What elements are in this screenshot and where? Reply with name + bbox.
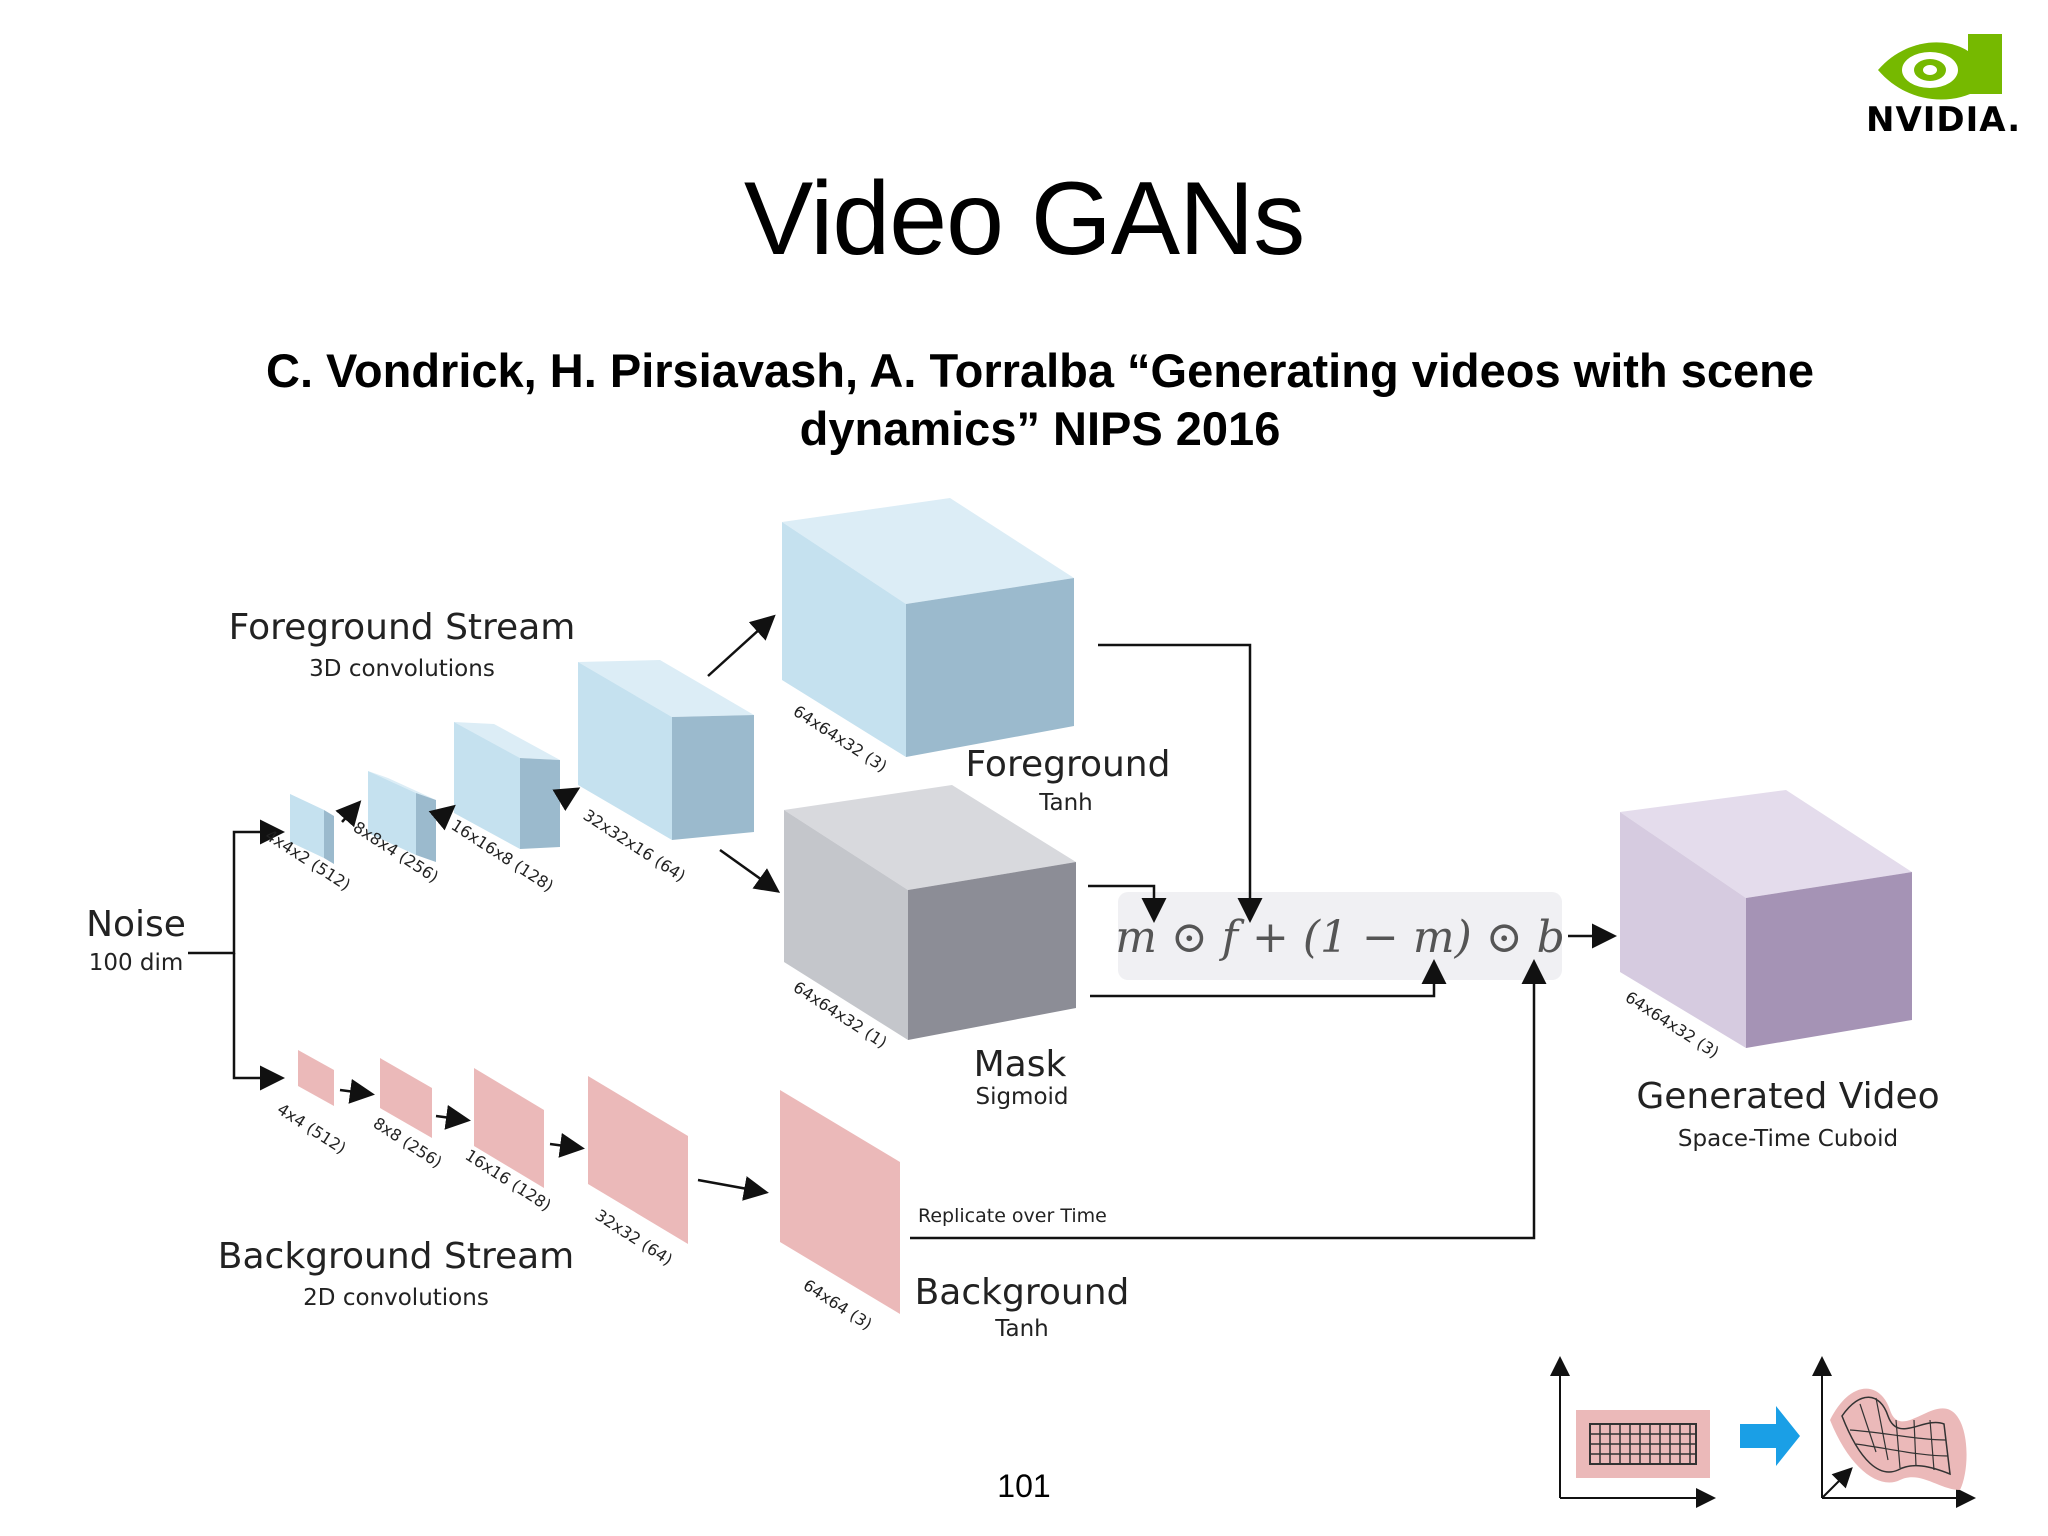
- bg-plane-5: [780, 1090, 900, 1314]
- fg-to-foreground-arrow: [707, 614, 776, 677]
- noise-to-fg-arrow: [188, 819, 285, 955]
- generated-video-sub-label: Space-Time Cuboid: [1678, 1126, 1898, 1152]
- bg-plane-3: [474, 1068, 544, 1188]
- fg-cube-4: [578, 660, 754, 840]
- citation-line-2: dynamics” NIPS 2016: [799, 402, 1281, 455]
- fg-arrow-3: [552, 787, 581, 812]
- formula-box: [1118, 892, 1562, 980]
- bg-arrow-2: [435, 1104, 471, 1130]
- mask-to-formula-arrow-2: [1090, 959, 1447, 998]
- mask-sub-label: Sigmoid: [975, 1084, 1068, 1110]
- fg-arrow-1: [335, 800, 362, 828]
- fg-stream-subtitle: 3D convolutions: [309, 656, 495, 682]
- mask-to-formula-arrow-1: [1088, 884, 1167, 923]
- mask-label: Mask: [974, 1044, 1067, 1085]
- fg-cube-1: [290, 794, 334, 864]
- bg-plane-2: [380, 1058, 432, 1138]
- noise-label: Noise: [86, 904, 186, 945]
- bg-arrow-1: [339, 1078, 375, 1104]
- bg-plane-1: [298, 1050, 334, 1106]
- background-to-formula-arrow: [910, 959, 1547, 1240]
- citation-line-1: C. Vondrick, H. Pirsiavash, A. Torralba …: [266, 344, 1814, 397]
- warped-surface-illustration: [1812, 1356, 1976, 1508]
- foreground-sub-label: Tanh: [1038, 790, 1093, 816]
- fg-arrow-2: [428, 804, 456, 831]
- generated-video-label: Generated Video: [1636, 1076, 1939, 1117]
- fg-cube-3: [454, 722, 560, 849]
- slide-title: Video GANs: [743, 161, 1305, 277]
- page-number: 101: [997, 1468, 1051, 1504]
- nvidia-eye-icon: [1878, 34, 2002, 100]
- bg-arrow-3: [549, 1132, 585, 1158]
- citation: C. Vondrick, H. Pirsiavash, A. Torralba …: [180, 342, 1900, 458]
- noise-to-bg-arrow: [232, 953, 285, 1091]
- formula-text: m ⊙ f + (1 − m) ⊙ b: [1115, 912, 1565, 963]
- bg-stream-subtitle: 2D convolutions: [303, 1285, 489, 1311]
- nvidia-logo-text: NVIDIA.: [1866, 100, 2022, 140]
- background-sub-label: Tanh: [994, 1316, 1049, 1342]
- bg-dim-1: 4x4 (512): [274, 1099, 350, 1157]
- bg-arrow-4: [697, 1176, 769, 1201]
- fg-stream-title: Foreground Stream: [229, 607, 576, 648]
- replicate-label: Replicate over Time: [918, 1205, 1107, 1227]
- background-label: Background: [915, 1272, 1130, 1313]
- foreground-label: Foreground: [966, 744, 1171, 785]
- flat-grid-illustration: [1550, 1356, 1716, 1508]
- bg-stream-title: Background Stream: [218, 1236, 574, 1277]
- bg-plane-4: [588, 1076, 688, 1244]
- foreground-cube: [782, 498, 1074, 757]
- fg-to-mask-arrow: [719, 848, 781, 893]
- transform-arrow-icon: [1740, 1406, 1800, 1466]
- generated-video-cube: [1620, 790, 1912, 1048]
- noise-dim-label: 100 dim: [89, 950, 184, 976]
- mask-cube: [784, 785, 1076, 1040]
- foreground-to-formula-arrow: [1098, 643, 1263, 923]
